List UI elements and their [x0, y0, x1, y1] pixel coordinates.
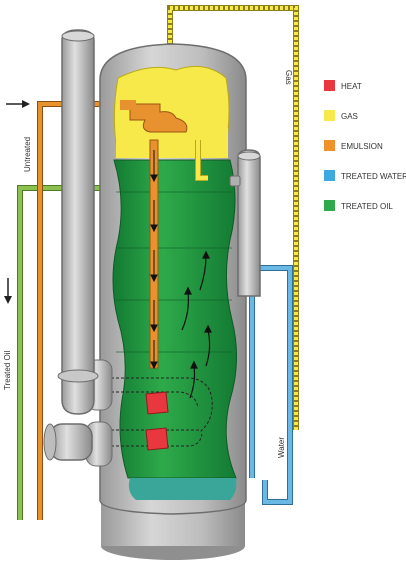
outlet-arrow-icon — [4, 278, 12, 304]
inlet-arrow-icon — [6, 100, 30, 108]
legend-label: HEAT — [341, 82, 362, 91]
emulsion-inlet-blob — [120, 100, 188, 133]
emulsion-downcomer — [149, 139, 159, 370]
treated-oil-label: Treated Oil — [3, 351, 12, 390]
gas-riser — [195, 140, 208, 181]
gas-label: Gas — [284, 70, 293, 85]
legend-label: GAS — [341, 112, 358, 121]
legend: HEAT GAS EMULSION TREATED WATER TREATED OIL — [324, 80, 406, 211]
untreated-label: Untreated — [23, 137, 32, 172]
legend-label: TREATED OIL — [341, 202, 393, 211]
legend-swatch — [324, 200, 335, 211]
water-label: Water — [277, 437, 286, 458]
legend-label: TREATED WATER — [341, 172, 406, 181]
legend-swatch — [324, 110, 335, 121]
gas-pipe — [167, 5, 299, 430]
water-zone — [128, 478, 237, 500]
legend-swatch — [324, 140, 335, 151]
water-pipe — [258, 265, 293, 505]
oil-zone — [112, 159, 237, 479]
legend-swatch — [324, 80, 335, 91]
water-leg-column — [229, 149, 261, 297]
exhaust-stack — [43, 29, 99, 461]
heat-elements — [145, 391, 169, 451]
legend-swatch — [324, 170, 335, 181]
legend-label: EMULSION — [341, 142, 383, 151]
